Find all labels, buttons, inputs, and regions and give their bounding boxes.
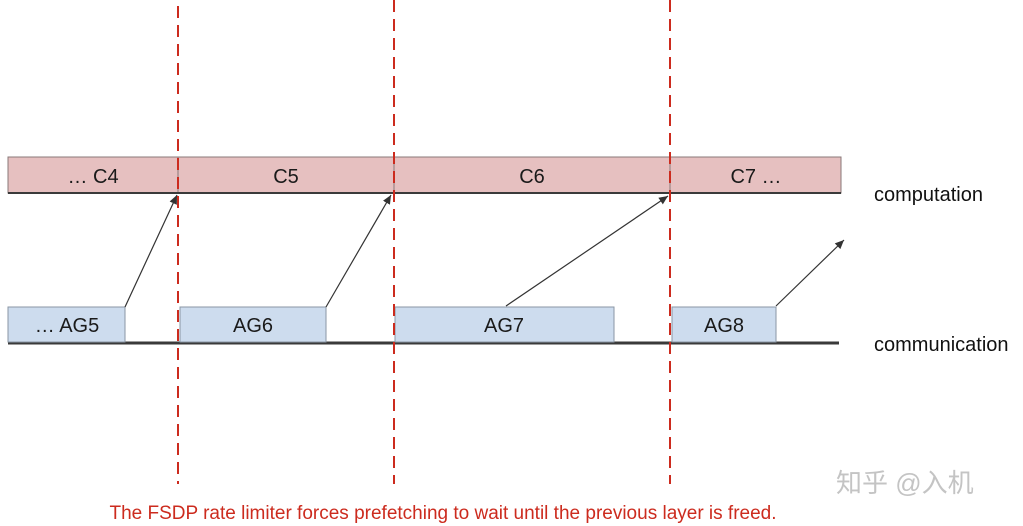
communication-row: … AG5 AG6 AG7 AG8 (7, 306, 839, 345)
computation-block (393, 156, 671, 194)
prefetch-arrow (505, 195, 669, 307)
communication-block (394, 306, 615, 343)
communication-block-label: … AG5 (35, 315, 99, 337)
computation-row: … C4 C5 C6 C7 … (7, 156, 842, 194)
computation-row-label: computation (874, 184, 983, 206)
caption: The FSDP rate limiter forces prefetching… (109, 503, 776, 524)
prefetch-arrow (124, 194, 178, 308)
layer-dividers (177, 0, 671, 484)
watermark: 知乎 @入机 (836, 468, 974, 498)
communication-block (179, 306, 327, 343)
communication-block-label: AG8 (704, 315, 744, 337)
computation-block (177, 156, 395, 194)
computation-block (7, 156, 179, 194)
communication-block-label: AG6 (233, 315, 273, 337)
computation-block (669, 156, 842, 194)
prefetch-arrow (775, 239, 845, 307)
prefetch-arrows (124, 194, 845, 308)
communication-block-label: AG7 (484, 315, 524, 337)
communication-row-label: communication (874, 334, 1009, 356)
prefetch-arrow (325, 194, 392, 308)
computation-block-label: C5 (273, 166, 299, 188)
communication-block (671, 306, 777, 343)
computation-block-label: C6 (519, 166, 545, 188)
computation-block-label: C7 … (730, 166, 781, 188)
communication-block (7, 306, 126, 343)
computation-block-label: … C4 (67, 166, 118, 188)
